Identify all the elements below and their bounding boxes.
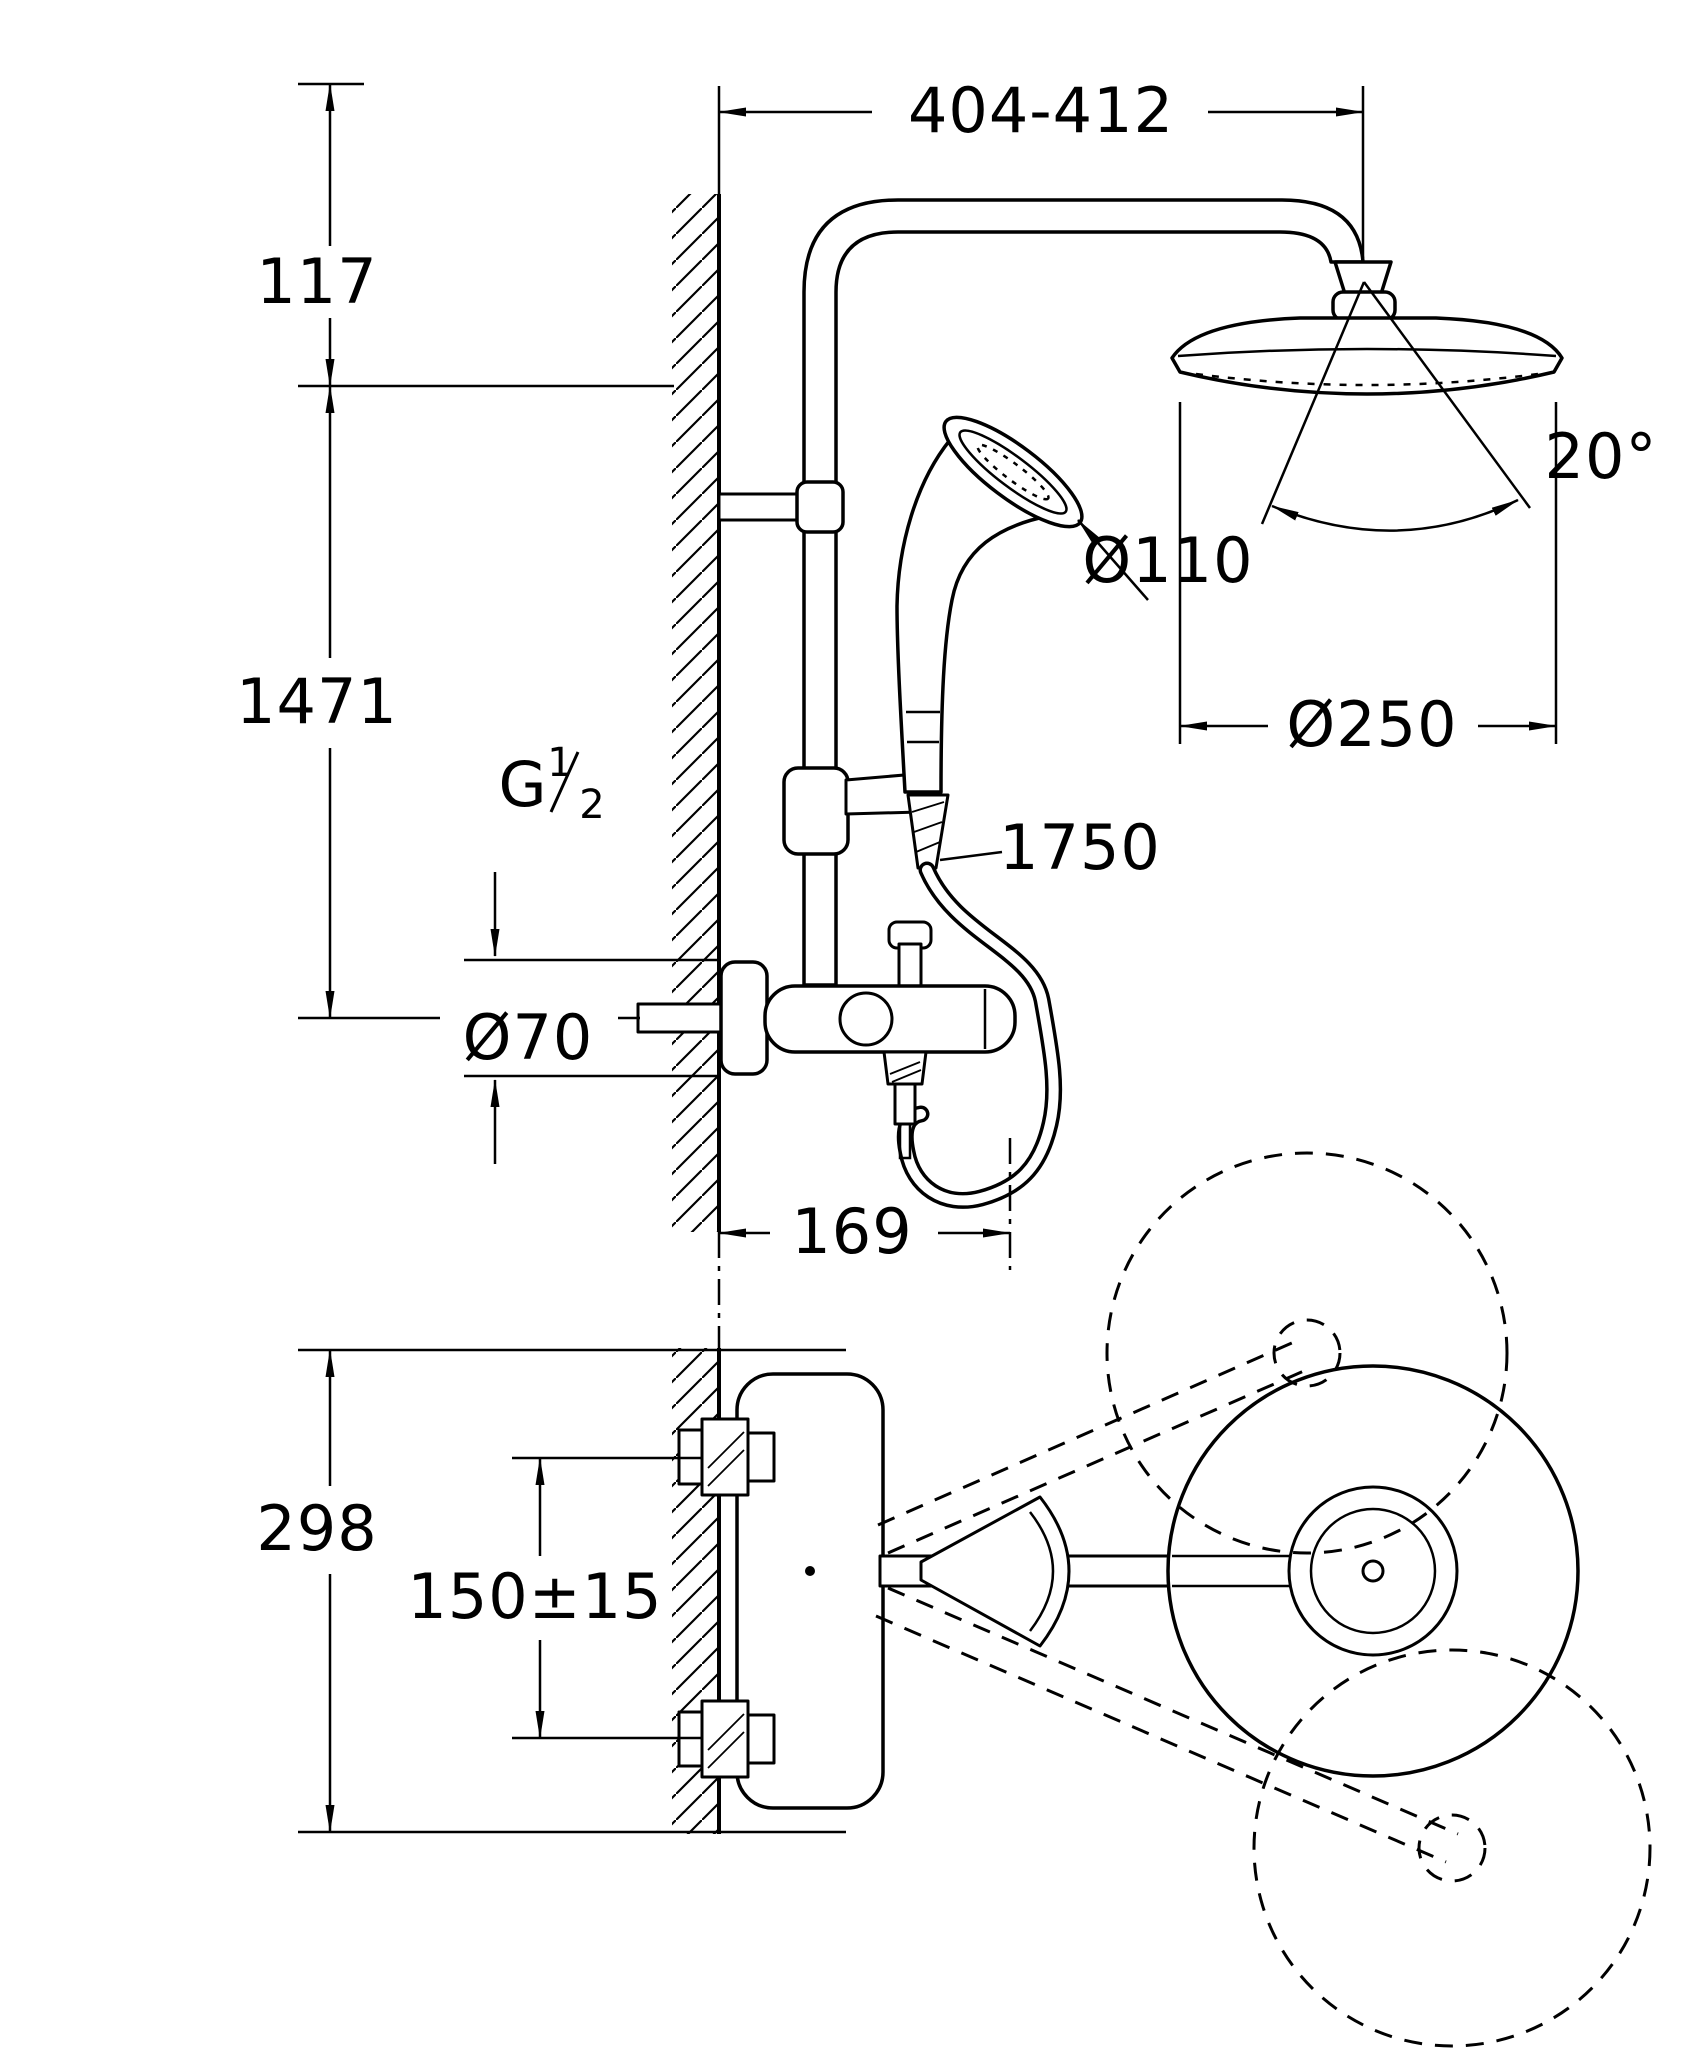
wall-hatching — [672, 194, 719, 1232]
leader-line — [939, 850, 1003, 862]
dim-head-tilt-label: 20° — [1545, 420, 1658, 493]
head-hub-center — [1361, 1559, 1385, 1583]
hand-shower-top-view — [919, 1495, 1071, 1648]
nut-hatch — [915, 841, 941, 853]
outlet-tube — [893, 1082, 917, 1126]
swivel-arm-upper — [887, 1365, 1314, 1555]
shower-system-side-view — [636, 198, 1564, 1209]
head-shower-ball-joint — [1333, 260, 1393, 296]
dim-top-width-label: 404-412 — [908, 74, 1174, 147]
escutcheon-flange — [719, 960, 769, 1076]
inlet-nipple — [636, 1002, 724, 1034]
head-shower-rim-line — [1177, 347, 1557, 358]
shower-system-top-view — [677, 1151, 1652, 2048]
angle-line — [1260, 281, 1366, 525]
swivel-arm-lower — [875, 1614, 1447, 1864]
dimension-top-width: 404-412 — [717, 74, 1365, 258]
riser-union-joint — [838, 991, 894, 1047]
shower-hose — [896, 861, 1063, 1209]
diverter-knob-stem — [897, 942, 923, 988]
dimension-spout-depth: 169 — [718, 1138, 1012, 1270]
swivel-range-dashed — [875, 1151, 1652, 2048]
dim-wall-clearance-label: 117 — [256, 245, 377, 318]
nut-hatch — [913, 821, 943, 833]
swivel-hub-lower — [1417, 1813, 1487, 1883]
dim-spout-depth-label: 169 — [791, 1195, 912, 1268]
head-shower-hub — [1331, 290, 1397, 322]
hand-shower-top-view-arc — [1029, 1511, 1055, 1632]
nut-hatch — [911, 801, 945, 813]
swivel-arm-upper — [877, 1337, 1302, 1527]
dim-handshower-label: Ø110 — [1082, 524, 1253, 597]
mixer-valve — [636, 920, 1017, 1160]
dimension-headshower-diameter: Ø250 — [1178, 402, 1558, 761]
hand-shower-body — [895, 438, 1078, 794]
dim-headshower-label: Ø250 — [1286, 688, 1457, 761]
nut-hatch — [891, 1069, 922, 1083]
fraction-slash — [549, 751, 580, 813]
thread-numerator: 1 — [547, 740, 572, 786]
hand-shower — [895, 415, 1084, 794]
label-thread-size: G 1 2 — [498, 740, 604, 828]
dimension-wall-clearance: 117 — [256, 82, 674, 388]
angle-line — [1362, 281, 1532, 509]
dimension-head-tilt-angle: 20° — [1260, 281, 1658, 532]
swivel-position-lower — [1252, 1648, 1652, 2048]
dim-escutcheon-label: Ø70 — [463, 1001, 594, 1074]
dim-hose-length-label: 1750 — [999, 811, 1161, 884]
wall-bracket-collar — [795, 480, 845, 534]
dimension-riser-height: 1471 — [236, 385, 640, 1020]
swivel-position-upper — [1105, 1151, 1509, 1555]
nut-hatch — [889, 1061, 921, 1075]
outlet-tip — [898, 1122, 912, 1160]
swivel-hub-upper — [1272, 1318, 1342, 1388]
head-shower — [1170, 316, 1564, 396]
dim-inlet-spacing-label: 150±15 — [407, 1560, 662, 1633]
dim-swivel-depth-label: 298 — [256, 1492, 377, 1565]
thread-letter: G — [498, 748, 547, 821]
dim-riser-height-label: 1471 — [236, 665, 398, 738]
dimension-hose-length: 1750 — [939, 811, 1161, 884]
angle-arc — [1271, 498, 1519, 532]
dimension-swivel-depth: 298 — [256, 1348, 846, 1834]
dimension-escutcheon-diameter: Ø70 — [463, 872, 719, 1164]
handshower-holder-glide — [782, 766, 850, 856]
swivel-pivot-point — [805, 1566, 815, 1576]
thread-denominator: 2 — [579, 782, 604, 828]
leader-line — [1077, 519, 1149, 601]
dimension-inlet-spacing: 150±15 — [407, 1456, 702, 1740]
swivel-arm-lower — [887, 1586, 1459, 1836]
dimension-handshower-diameter: Ø110 — [1077, 519, 1253, 601]
wall-section-upper — [672, 194, 721, 1232]
hose-cone-nut — [906, 793, 950, 870]
head-hub-inner — [1309, 1507, 1437, 1635]
wall-bracket-arm — [717, 492, 809, 522]
